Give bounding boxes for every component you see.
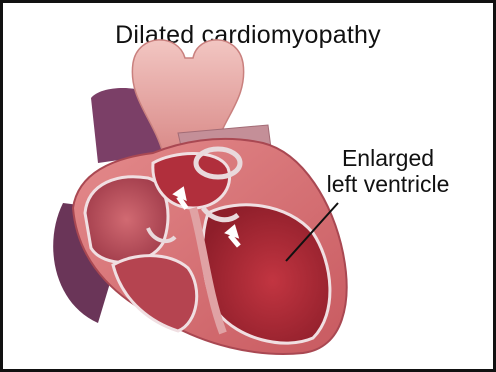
right-ventricle xyxy=(113,256,197,331)
callout-label: Enlarged left ventricle xyxy=(303,145,473,197)
callout-line-2: left ventricle xyxy=(303,171,473,197)
right-atrium xyxy=(85,177,168,263)
callout-line-1: Enlarged xyxy=(303,145,473,171)
